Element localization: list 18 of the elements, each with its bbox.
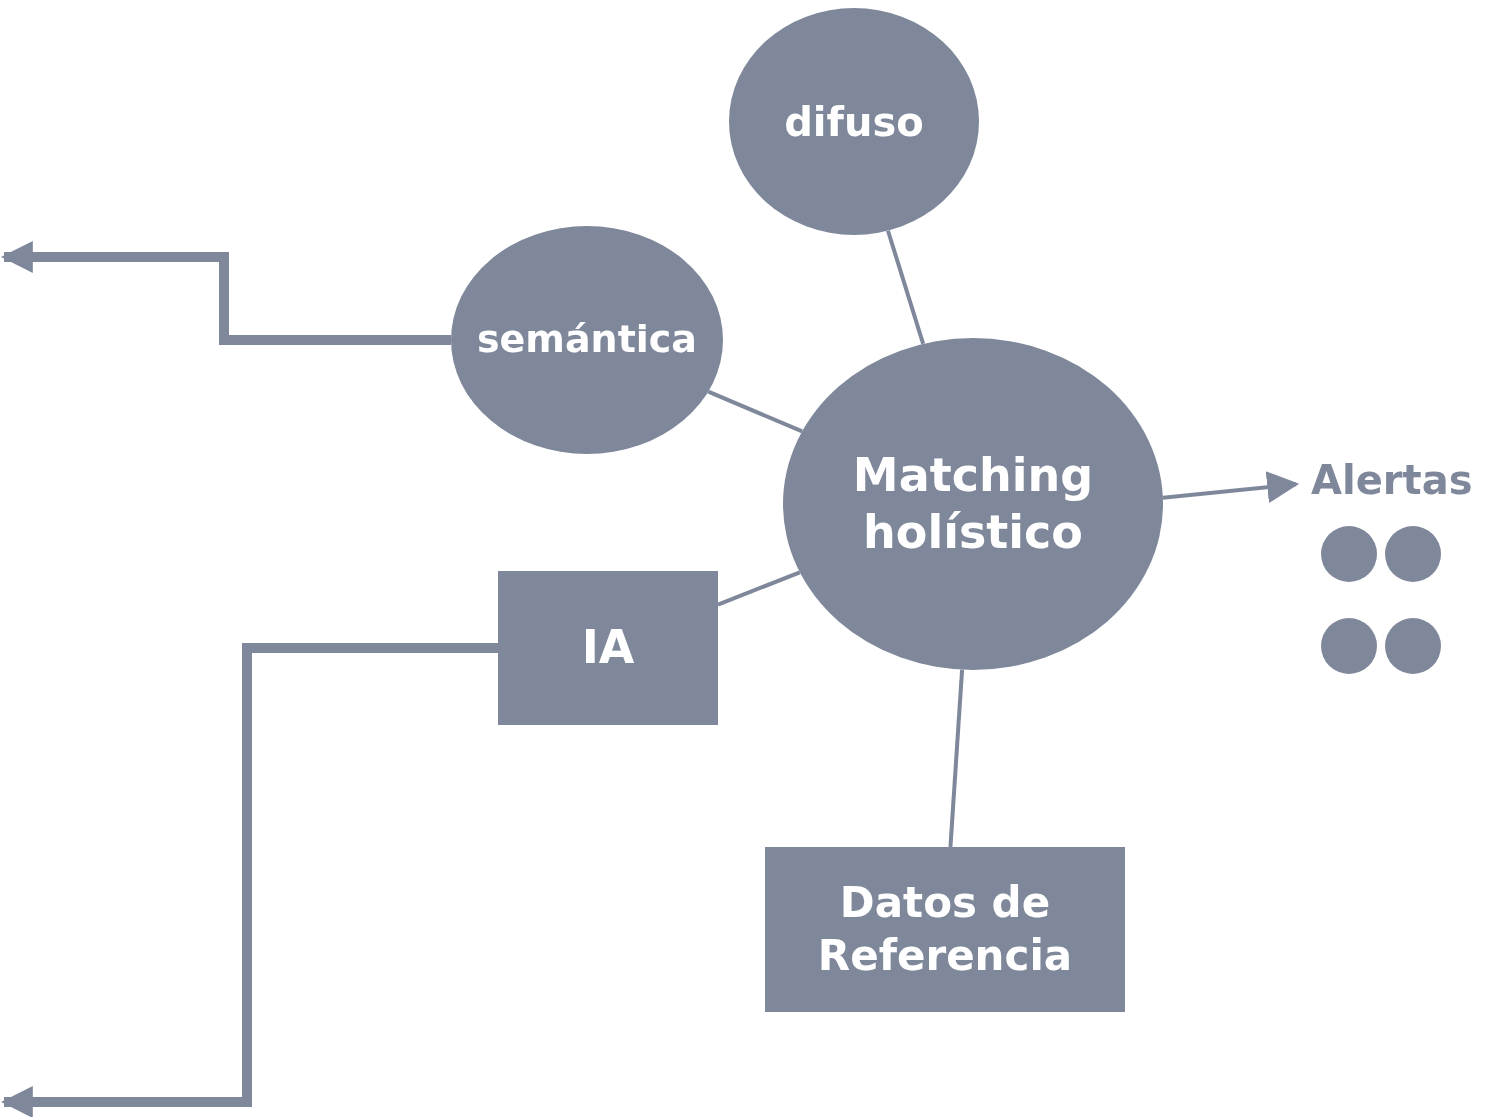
ellipse-node bbox=[451, 226, 723, 454]
process-box bbox=[498, 571, 718, 725]
node-label: semántica bbox=[476, 316, 697, 364]
node-label: Datos de Referencia bbox=[816, 877, 1074, 982]
ellipse-node bbox=[729, 8, 979, 235]
output-label: Alertas bbox=[1311, 456, 1469, 505]
arrow bbox=[0, 643, 498, 1117]
connector-line bbox=[717, 570, 801, 607]
node-label: Matching holístico bbox=[851, 446, 1095, 561]
arrow bbox=[0, 241, 451, 345]
connector-line bbox=[948, 669, 965, 848]
process-box bbox=[765, 847, 1125, 1012]
connector-line bbox=[707, 389, 803, 434]
arrow bbox=[1162, 471, 1300, 504]
ellipse-node bbox=[783, 338, 1163, 670]
node-label: IA bbox=[581, 619, 635, 677]
connector-line bbox=[886, 230, 926, 345]
node-label: difuso bbox=[784, 97, 924, 147]
